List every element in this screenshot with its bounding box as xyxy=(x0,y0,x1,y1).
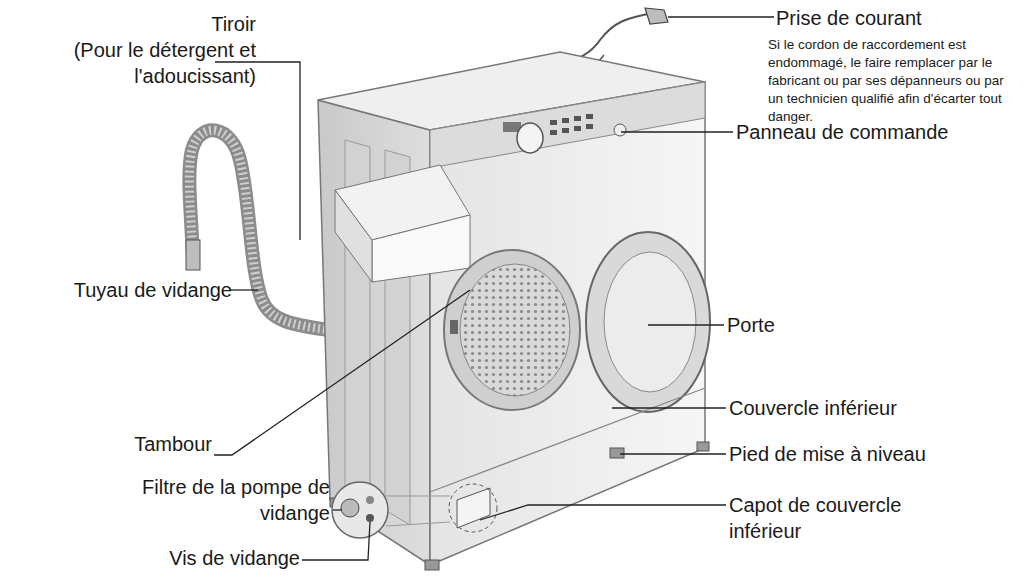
hose-end xyxy=(186,240,200,270)
program-knob xyxy=(517,123,543,153)
part-label: Porte xyxy=(727,313,1017,337)
lower-cover-edge xyxy=(430,388,705,492)
panel-button xyxy=(574,126,581,131)
leveling-foot xyxy=(610,448,624,458)
door-lock xyxy=(450,320,458,334)
panel-button xyxy=(586,124,593,129)
cabinet-front xyxy=(430,82,705,565)
magnify-link xyxy=(386,522,450,526)
leader-line xyxy=(215,62,300,240)
part-label: Tambour xyxy=(12,432,212,456)
leader-line xyxy=(230,289,258,290)
filter-detail xyxy=(332,482,388,538)
part-label: Tuyau de vidange xyxy=(0,278,232,302)
safety-note: Si le cordon de raccordement est endomma… xyxy=(768,36,1006,126)
part-label: Couvercle inférieur xyxy=(729,396,1019,420)
leveling-foot xyxy=(697,442,709,451)
panel-button xyxy=(550,130,557,135)
drum xyxy=(460,264,570,396)
part-label: Capot de couvercle inférieur xyxy=(729,492,934,544)
panel-button xyxy=(586,114,593,119)
leader-line xyxy=(333,509,342,510)
panel-button xyxy=(562,128,569,133)
drain-screw xyxy=(366,514,374,522)
leader-line xyxy=(214,290,470,455)
magnify-link xyxy=(386,496,450,497)
leveling-foot xyxy=(425,560,439,570)
part-label: Panneau de commande xyxy=(736,120,1026,144)
door-glass xyxy=(604,252,696,392)
leader-line xyxy=(480,505,726,520)
part-label: Filtre de la pompe de vidange xyxy=(115,474,330,526)
part-label: Prise de courant xyxy=(776,6,1026,30)
magnify-ring xyxy=(449,484,497,532)
detail-dot xyxy=(366,496,374,504)
lower-cover-flap xyxy=(457,488,490,528)
power-button xyxy=(614,124,626,136)
pump-filter xyxy=(341,499,359,517)
drawer-side xyxy=(335,190,372,282)
leader-line xyxy=(302,522,370,560)
leader-line xyxy=(621,131,733,132)
panel-button xyxy=(550,120,557,125)
part-label: Vis de vidange xyxy=(40,546,300,570)
leader-line xyxy=(648,324,724,325)
part-label: (Pour le détergent et l'adoucissant) xyxy=(38,37,256,89)
power-plug xyxy=(645,8,668,24)
door xyxy=(586,232,710,412)
leader-line xyxy=(620,453,726,454)
control-panel xyxy=(430,82,705,168)
part-label: Tiroir xyxy=(0,12,256,36)
door-opening xyxy=(444,250,580,410)
panel-button xyxy=(562,118,569,123)
drawer-front xyxy=(372,215,470,282)
cabinet-side xyxy=(318,100,430,565)
leader-line xyxy=(668,16,774,17)
part-label: Pied de mise à niveau xyxy=(729,442,1029,466)
panel-button xyxy=(574,116,581,121)
leader-line xyxy=(612,407,726,408)
